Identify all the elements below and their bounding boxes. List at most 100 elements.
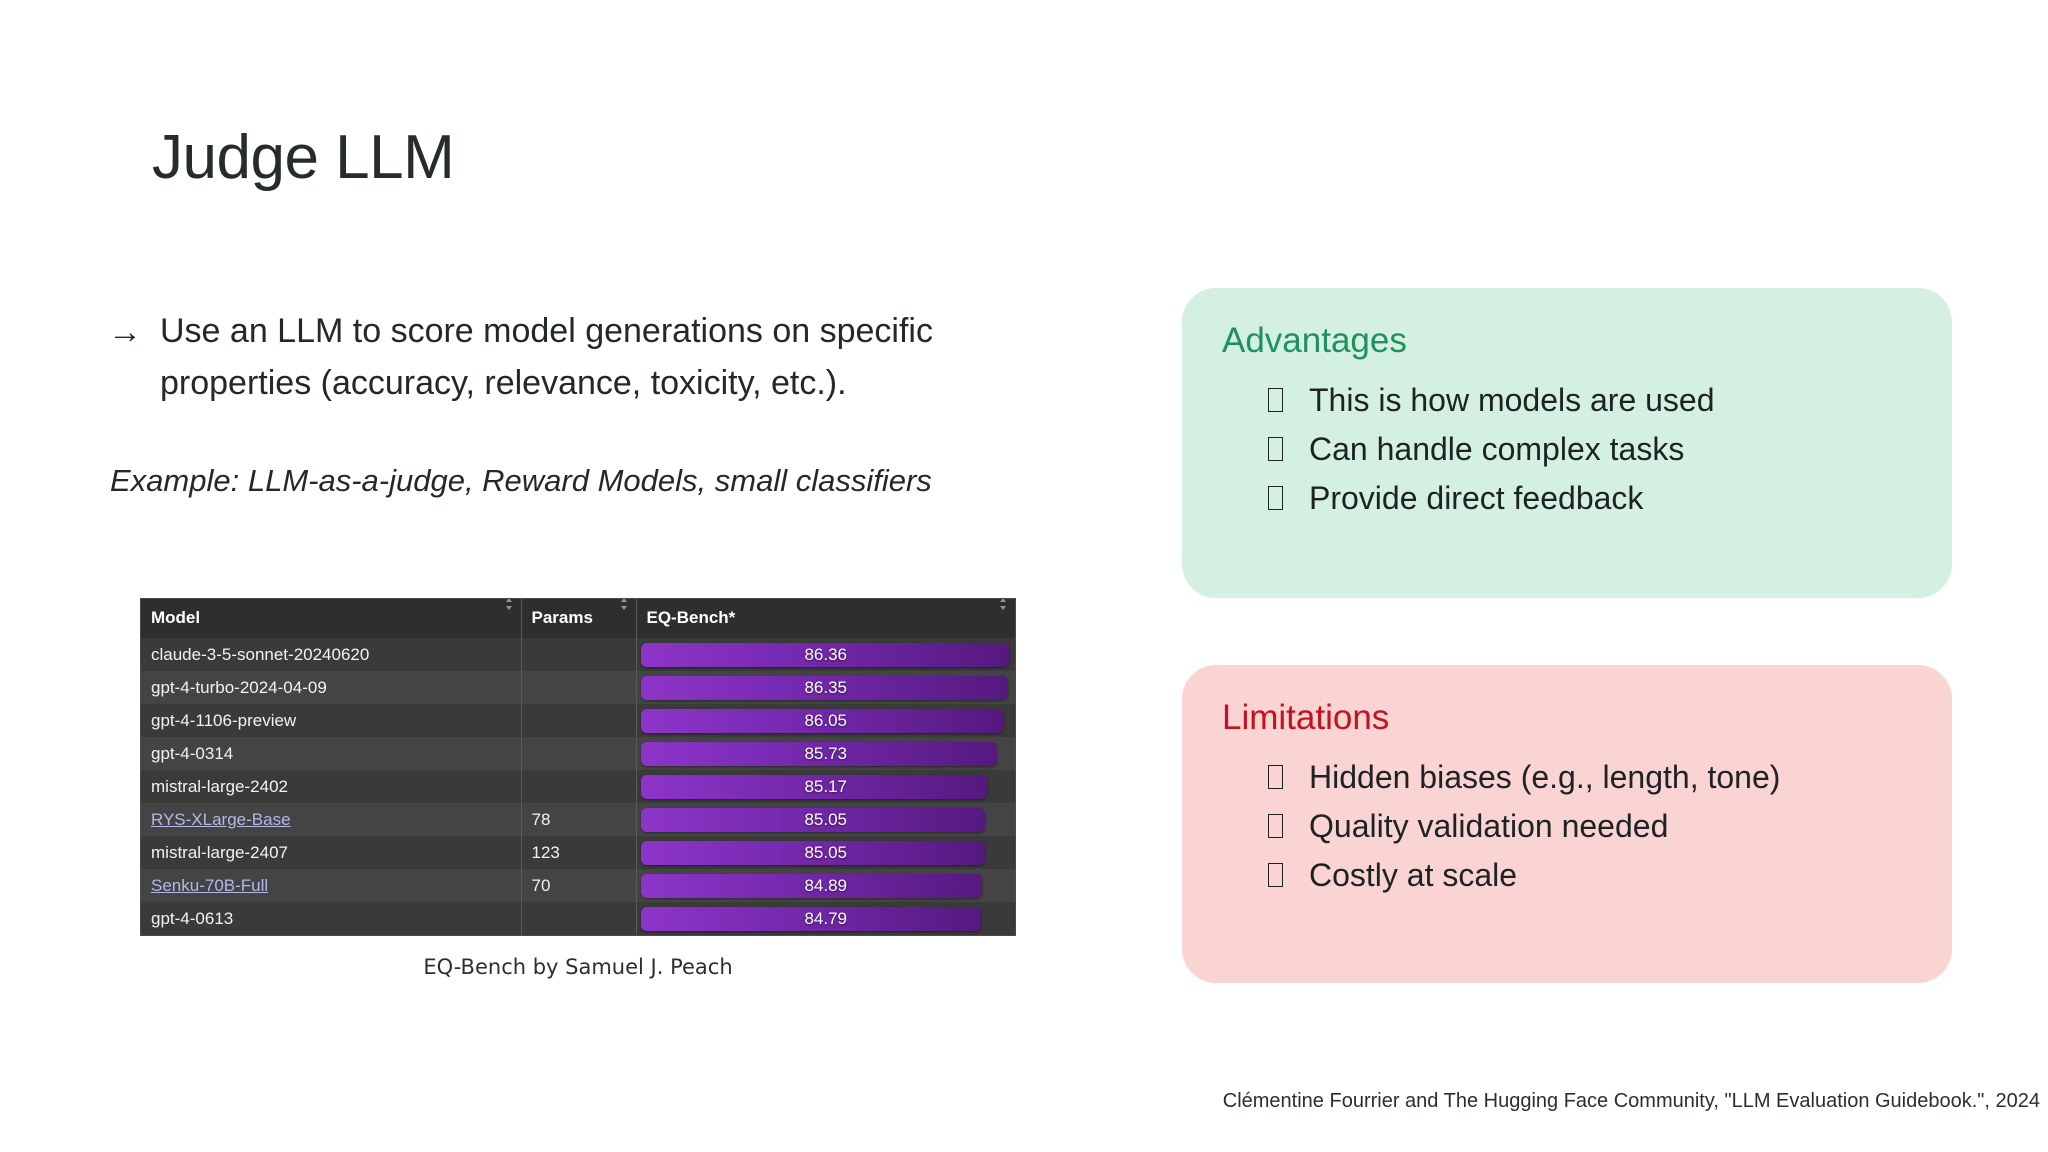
- cell-params: 78: [521, 803, 637, 836]
- score-bar-track: 86.05: [640, 708, 1012, 733]
- score-bar-fill: [640, 906, 981, 931]
- cell-score: 84.89: [636, 869, 1015, 902]
- cell-score: 85.05: [636, 803, 1015, 836]
- cell-score: 85.05: [636, 836, 1015, 869]
- sort-arrows-icon[interactable]: [996, 599, 1010, 612]
- sort-arrows-icon[interactable]: [502, 599, 516, 612]
- score-value-label: 86.36: [804, 644, 848, 664]
- score-bar-fill: [640, 675, 1009, 700]
- list-item-label: Hidden biases (e.g., length, tone): [1309, 759, 1781, 795]
- table-caption: EQ-Bench by Samuel J. Peach: [423, 955, 733, 979]
- footer-credit: Clémentine Fourrier and The Hugging Face…: [1222, 1090, 2040, 1112]
- list-item-label: Quality validation needed: [1309, 808, 1669, 844]
- cell-params: 70: [521, 869, 637, 902]
- advantages-title: Advantages: [1222, 321, 1407, 360]
- limitations-title: Limitations: [1222, 698, 1390, 737]
- cell-params: [521, 737, 637, 770]
- list-item-label: This is how models are used: [1309, 382, 1715, 418]
- limitations-callout: Limitations Hidden biases (e.g., length,…: [1182, 665, 1952, 983]
- column-header-eqbench[interactable]: EQ-Bench*: [636, 599, 1015, 638]
- score-bar-fill: [640, 642, 1009, 667]
- table-row: gpt-4-1106-preview 86.05: [141, 704, 1015, 737]
- list-item: This is how models are used: [1268, 378, 1912, 423]
- model-link[interactable]: Senku-70B-Full: [151, 875, 269, 895]
- column-header-model-label: Model: [151, 608, 201, 627]
- example-text: Example: LLM-as-a-judge, Reward Models, …: [110, 463, 932, 498]
- cell-params: [521, 671, 637, 704]
- cell-model: RYS-XLarge-Base: [141, 803, 522, 836]
- list-item: Hidden biases (e.g., length, tone): [1268, 755, 1912, 800]
- score-value-label: 85.73: [804, 743, 848, 763]
- main-bullet: → Use an LLM to score model generations …: [108, 305, 1008, 409]
- score-bar-track: 84.79: [640, 906, 1012, 931]
- score-value-label: 85.17: [804, 776, 848, 796]
- table-header-row: Model Params EQ-Bench*: [141, 599, 1015, 638]
- column-header-eqbench-label: EQ-Bench*: [646, 608, 736, 627]
- table-row: gpt-4-0314 85.73: [141, 737, 1015, 770]
- list-item: Quality validation needed: [1268, 804, 1912, 849]
- cell-model: gpt-4-0314: [141, 737, 522, 770]
- list-item-label: Can handle complex tasks: [1309, 431, 1685, 467]
- table-row: claude-3-5-sonnet-20240620 86.36: [141, 638, 1015, 671]
- cell-model: mistral-large-2402: [141, 770, 522, 803]
- table-row: gpt-4-0613 84.79: [141, 902, 1015, 935]
- score-bar-track: 86.35: [640, 675, 1012, 700]
- table-row: gpt-4-turbo-2024-04-09 86.35: [141, 671, 1015, 704]
- cell-params: [521, 770, 637, 803]
- cell-params: [521, 638, 637, 671]
- score-bar-fill: [640, 741, 998, 766]
- model-link[interactable]: RYS-XLarge-Base: [151, 809, 291, 829]
- bullet-box-icon: [1268, 388, 1283, 412]
- main-bullet-text: Use an LLM to score model generations on…: [160, 312, 933, 402]
- page-title: Judge LLM: [152, 123, 455, 192]
- cell-model: claude-3-5-sonnet-20240620: [141, 638, 522, 671]
- score-bar-fill: [640, 807, 986, 832]
- list-item-label: Provide direct feedback: [1309, 480, 1644, 516]
- cell-model: gpt-4-1106-preview: [141, 704, 522, 737]
- cell-params: [521, 704, 637, 737]
- score-value-label: 86.35: [804, 677, 848, 697]
- score-bar-track: 84.89: [640, 873, 1012, 898]
- cell-score: 86.36: [636, 638, 1015, 671]
- bullet-box-icon: [1268, 765, 1283, 789]
- eqbench-table-container: Model Params EQ-Bench*: [140, 598, 1016, 936]
- score-value-label: 85.05: [804, 809, 848, 829]
- cell-score: 85.17: [636, 770, 1015, 803]
- sort-arrows-icon[interactable]: [617, 599, 631, 612]
- column-header-params[interactable]: Params: [521, 599, 637, 638]
- score-value-label: 85.05: [804, 842, 848, 862]
- cell-score: 85.73: [636, 737, 1015, 770]
- score-value-label: 84.79: [804, 908, 848, 928]
- score-bar-track: 85.05: [640, 807, 1012, 832]
- column-header-params-label: Params: [531, 608, 593, 627]
- cell-score: 84.79: [636, 902, 1015, 935]
- cell-model: gpt-4-0613: [141, 902, 522, 935]
- score-bar-fill: [640, 873, 983, 898]
- cell-score: 86.35: [636, 671, 1015, 704]
- score-bar-track: 86.36: [640, 642, 1012, 667]
- cell-score: 86.05: [636, 704, 1015, 737]
- list-item-label: Costly at scale: [1309, 857, 1518, 893]
- score-value-label: 86.05: [804, 710, 848, 730]
- arrow-right-icon: →: [108, 313, 142, 351]
- eqbench-table: Model Params EQ-Bench*: [141, 599, 1015, 935]
- limitations-list: Hidden biases (e.g., length, tone) Qualit…: [1222, 755, 1912, 898]
- list-item: Costly at scale: [1268, 853, 1912, 898]
- score-bar-fill: [640, 840, 986, 865]
- table-row: mistral-large-2402 85.17: [141, 770, 1015, 803]
- cell-params: [521, 902, 637, 935]
- cell-params: 123: [521, 836, 637, 869]
- eqbench-table-body: claude-3-5-sonnet-20240620 86.36 gpt-4-tur…: [141, 638, 1015, 935]
- list-item: Provide direct feedback: [1268, 476, 1912, 521]
- cell-model: Senku-70B-Full: [141, 869, 522, 902]
- cell-model: gpt-4-turbo-2024-04-09: [141, 671, 522, 704]
- score-bar-track: 85.05: [640, 840, 1012, 865]
- bullet-box-icon: [1268, 863, 1283, 887]
- bullet-box-icon: [1268, 486, 1283, 510]
- left-content-column: → Use an LLM to score model generations …: [108, 305, 1008, 501]
- column-header-model[interactable]: Model: [141, 599, 522, 638]
